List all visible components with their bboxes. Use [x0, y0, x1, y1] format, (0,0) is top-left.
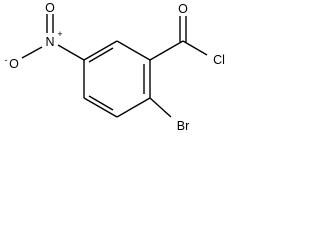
chemical-structure: O Cl Br N + O O - [5, 1, 225, 133]
nitro-oxygen-left-label: O [9, 57, 19, 71]
oxygen-minus-charge: - [5, 55, 8, 65]
ring-bond-c3-c4 [83, 97, 118, 118]
ring-double-bond-inner-2 [88, 95, 114, 111]
nitro-group: N + O O - [5, 1, 85, 71]
bond-ring-to-br [149, 97, 172, 118]
bromine-label: Br [177, 119, 190, 133]
nitrogen-plus-charge: + [57, 29, 62, 39]
ring-double-bond-inner-3 [88, 47, 114, 63]
acyl-oxygen-label: O [178, 2, 188, 16]
bond-ring-to-n [57, 44, 85, 61]
benzene-ring [83, 40, 151, 118]
n-o-single-bond [21, 46, 43, 59]
nitro-oxygen-top-label: O [45, 1, 55, 15]
bond-carbonyl-to-cl [182, 40, 208, 56]
ring-bond-c6-c1 [116, 40, 151, 61]
ring-bond-c2-c3 [116, 97, 151, 118]
acyl-chloride-group: O Cl [149, 2, 225, 67]
bromine-substituent: Br [149, 97, 190, 133]
chlorine-label: Cl [213, 53, 225, 67]
nitrogen-label: N [45, 35, 54, 49]
bond-ring-to-carbonyl [149, 40, 184, 61]
ring-bond-c5-c6 [83, 40, 118, 61]
